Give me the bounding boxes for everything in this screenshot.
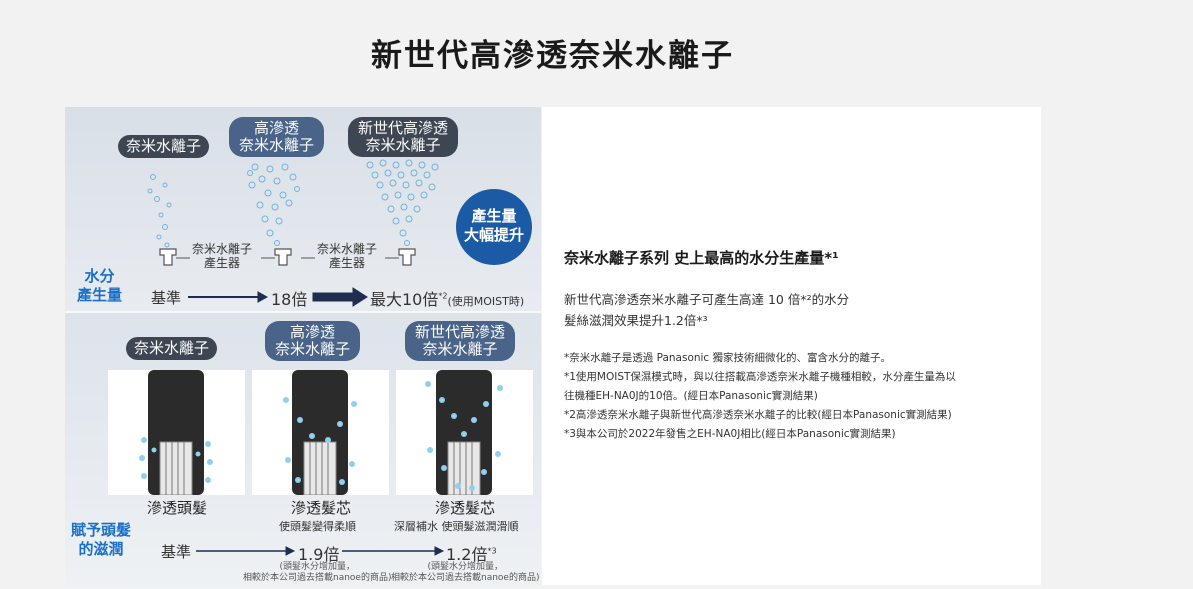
- hair-sub-3: 深層補水 使頭髮滋潤滑順: [394, 520, 519, 533]
- value-note: (頭髮水分增加量， 相較於本公司過去搭載nanoe的商品): [391, 562, 539, 584]
- hair-strand-graphic: [425, 370, 503, 495]
- desc-line: 髮絲滋潤效果提升1.2倍*³: [564, 313, 708, 328]
- increased-output-badge: 產生量 大幅提升: [456, 189, 532, 265]
- footnote-ref: *2: [438, 291, 448, 301]
- description-panel: 奈米水離子系列 史上最高的水分生產量*¹ 新世代高滲透奈米水離子可產生高達 10…: [542, 107, 1041, 585]
- pill-line: 奈米水離子: [365, 136, 441, 154]
- moisture-output-label: 水分 產生量: [77, 267, 122, 305]
- page-title: 新世代高滲透奈米水離子: [371, 38, 734, 74]
- pill-line: 高滲透: [290, 323, 336, 341]
- note-line: 相較於本公司過去搭載nanoe的商品): [243, 573, 392, 583]
- value-18x: 18倍: [271, 290, 308, 309]
- note-line: (頭髮水分增加量，: [279, 562, 355, 572]
- hair-label-1: 滲透頭髮: [146, 499, 207, 517]
- pill-line: 奈米水離子: [422, 340, 498, 358]
- value-1-9x: 1.9倍: [298, 545, 340, 564]
- label-line: 賦予頭髮: [71, 521, 132, 539]
- nanoe-pill: 奈米水離子: [126, 337, 218, 360]
- label-line: 水分: [84, 267, 115, 285]
- footnote: *奈米水離子是透過 Panasonic 獨家技術細微化的、富含水分的離子。: [564, 352, 892, 364]
- moisture-generation-section: 奈米水離子 高滲透 奈米水離子 新世代高滲透 奈米水離子 產生量 大幅提升 奈米…: [65, 107, 541, 312]
- hair-strand-image: [108, 370, 245, 495]
- footnote: *2高滲透奈米水離子與新世代高滲透奈米水離子的比較(經日本Panasonic實測…: [564, 409, 952, 421]
- value-1-2x: 1.2倍*3: [446, 541, 497, 565]
- new-gen-pill: 新世代高滲透 奈米水離子: [348, 117, 459, 157]
- comparison-illustration: 奈米水離子 高滲透 奈米水離子 新世代高滲透 奈米水離子 產生量 大幅提升 奈米…: [65, 107, 541, 585]
- note-line: 相較於本公司過去搭載nanoe的商品): [391, 573, 540, 583]
- pill-line: 新世代高滲透: [415, 323, 506, 341]
- note-line: (頭髮水分增加量，: [427, 562, 503, 572]
- label-line: 奈米水離子: [192, 242, 253, 256]
- footnote: *3與本公司於2022年發售之EH-NA0J相比(經日本Panasonic實測結…: [564, 428, 896, 440]
- hair-strand-image: [252, 370, 389, 495]
- nanoe-pill: 奈米水離子: [118, 135, 210, 158]
- label-line: 產生器: [204, 256, 241, 270]
- hair-strand-graphic: [139, 370, 213, 495]
- feature-headline: 奈米水離子系列 史上最高的水分生產量*¹: [564, 249, 839, 267]
- generator-label: 奈米水離子 產生器: [317, 242, 377, 270]
- baseline-label: 基準: [151, 289, 182, 307]
- label-line: 產生器: [329, 256, 366, 270]
- value-note: (頭髮水分增加量， 相較於本公司過去搭載nanoe的商品): [243, 562, 391, 584]
- hair-arrows: [196, 546, 445, 556]
- hair-moisture-label: 賦予頭髮 的滋潤: [71, 521, 131, 559]
- section-divider: [65, 311, 541, 314]
- hair-strand-graphic: [283, 370, 357, 495]
- hair-sub-2: 使頭髮變得柔順: [279, 520, 356, 533]
- new-gen-pill: 新世代高滲透 奈米水離子: [405, 321, 516, 361]
- value-text: 最大10倍: [370, 290, 439, 309]
- pill-line: 奈米水離子: [239, 136, 315, 154]
- hair-label-3: 滲透髮芯: [434, 499, 495, 517]
- label-line: 奈米水離子: [317, 242, 378, 256]
- label-line: 的滋潤: [78, 540, 124, 558]
- desc-line: 新世代高滲透奈米水離子可產生高達 10 倍*²的水分: [564, 292, 850, 307]
- pill-line: 高滲透: [254, 119, 300, 137]
- mist-spray-graphic: [147, 159, 439, 307]
- hair-moisture-section: 奈米水離子 高滲透 奈米水離子 新世代高滲透 奈米水離子: [65, 313, 541, 585]
- pill-line: 奈米水離子: [275, 340, 351, 358]
- footnote-ref: *3: [487, 546, 497, 556]
- value-note: (使用MOIST時): [447, 295, 525, 308]
- label-line: 產生量: [77, 286, 123, 304]
- high-penetration-pill: 高滲透 奈米水離子: [265, 321, 361, 361]
- generator-label: 奈米水離子 產生器: [192, 242, 252, 270]
- high-penetration-pill: 高滲透 奈米水離子: [229, 117, 325, 157]
- badge-line: 產生量: [471, 207, 517, 225]
- hair-strand-image: [396, 370, 533, 495]
- badge-line: 大幅提升: [463, 226, 524, 244]
- hair-label-2: 滲透髮芯: [290, 499, 351, 517]
- feature-description: 新世代高滲透奈米水離子可產生高達 10 倍*²的水分 髮絲滋潤效果提升1.2倍*…: [564, 289, 1034, 331]
- footnotes: *奈米水離子是透過 Panasonic 獨家技術細微化的、富含水分的離子。 *1…: [564, 349, 1034, 444]
- value-10x: 最大10倍*2(使用MOIST時): [370, 286, 524, 310]
- footnote: 往機種EH-NA0J的10倍。(經日本Panasonic實測結果): [564, 390, 818, 402]
- footnote: *1使用MOIST保濕模式時，與以往搭載高滲透奈米水離子機種相較，水分產生量為以: [564, 371, 956, 383]
- baseline-label: 基準: [161, 543, 192, 561]
- pill-line: 新世代高滲透: [358, 119, 449, 137]
- value-text: 1.2倍: [446, 545, 488, 564]
